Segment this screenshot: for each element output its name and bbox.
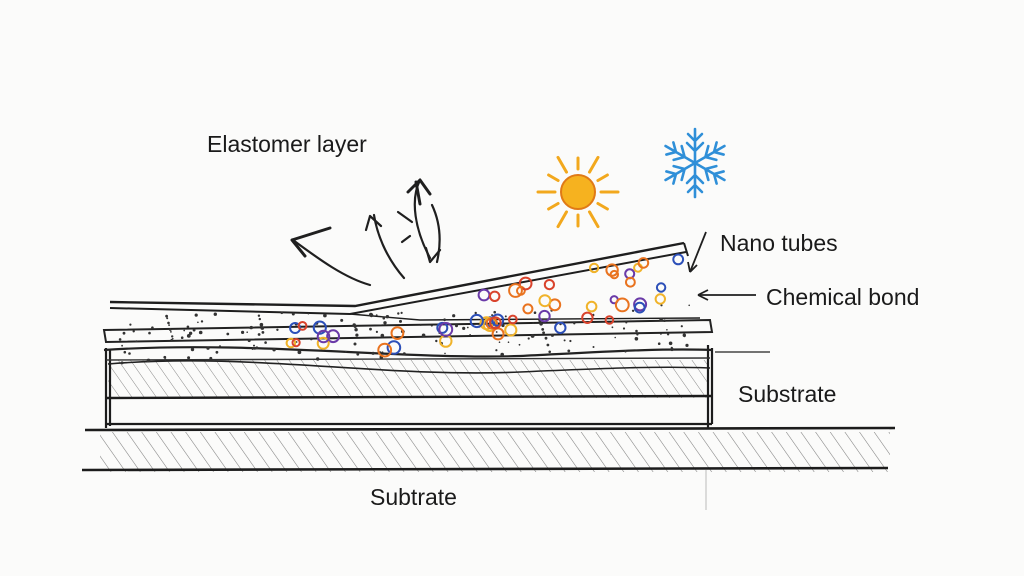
- substrate-label: Substrate: [738, 381, 837, 407]
- stress-arrows: [290, 178, 442, 287]
- snowflake-icon: [664, 127, 726, 199]
- substrate-block: [104, 345, 714, 428]
- chemical-bond-label: Chemical bond: [766, 284, 920, 310]
- nano-tubes-label: Nano tubes: [720, 230, 838, 256]
- nano-particles: [285, 253, 685, 358]
- elastomer-stack: [102, 318, 770, 374]
- ground-substrate: [81, 426, 896, 472]
- pointer-lines: [687, 231, 756, 510]
- subtrate-label: Subtrate: [370, 484, 457, 510]
- top-elastomer-sheet: [109, 241, 701, 321]
- sun-icon: [536, 155, 620, 229]
- elastomer-layer-label: Elastomer layer: [207, 131, 367, 157]
- particle-speckles: [118, 304, 690, 365]
